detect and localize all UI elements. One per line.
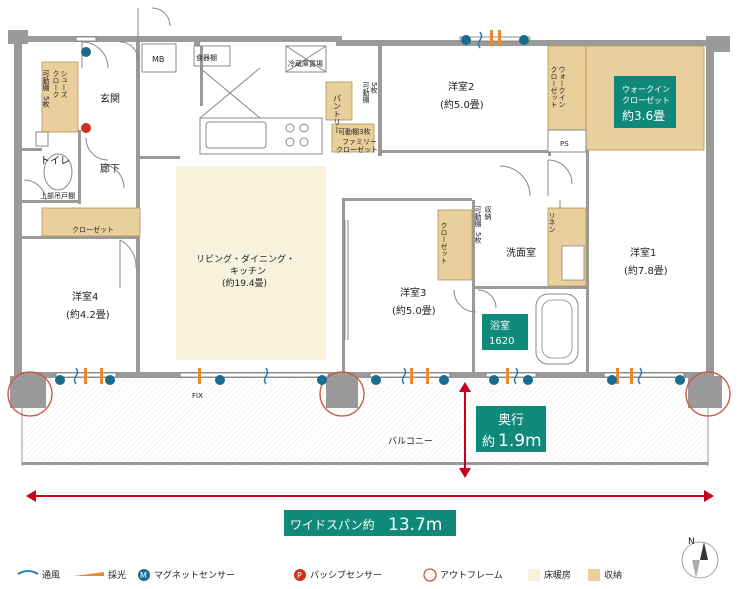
passive-sensor	[81, 123, 91, 133]
room4-size: (約4.2畳)	[66, 308, 110, 321]
balcony-label: バルコニー	[388, 436, 433, 447]
depth-prefix: 約	[482, 435, 495, 450]
room1-label: 洋室1	[630, 246, 656, 259]
daylight-marks	[84, 30, 633, 384]
bathtub	[535, 293, 579, 365]
wic-label-a: ウォークイン	[622, 85, 670, 94]
legend-passive-sensor: パッシブセンサー	[310, 569, 382, 581]
room1-size: (約7.8畳)	[624, 264, 668, 277]
storage3-label: 収納	[484, 206, 492, 221]
floor-heating-legend-icon	[528, 569, 540, 581]
hall-label: 廊下	[100, 162, 120, 175]
ventilation-legend-icon	[17, 570, 39, 575]
span-dimension	[26, 490, 714, 502]
depth-value: 1.9m	[498, 431, 542, 451]
legend-magnet-sensor: マグネットセンサー	[154, 569, 235, 581]
dish-label: 食器棚	[196, 53, 217, 62]
bath-badge	[482, 314, 528, 350]
wic-size: 約3.6畳	[622, 108, 665, 123]
magnet-legend-symbol: M	[140, 571, 147, 580]
room4-label: 洋室4	[72, 290, 98, 303]
pantry-shelf-count: 5枚	[370, 82, 378, 95]
toilet-label: トイレ	[40, 156, 70, 167]
magnet-legend-icon	[138, 569, 150, 581]
wic-closet-label-a: ウォークイン	[558, 66, 566, 108]
fix-label: FIX	[192, 392, 203, 400]
room3-label: 洋室3	[400, 286, 426, 299]
fam-closet-a: ファミリー	[342, 138, 377, 146]
passive-legend-symbol: P	[297, 571, 302, 580]
toilet-shelf-label: 上部吊戸棚	[40, 191, 75, 200]
legend-ventilation: 通風	[42, 570, 60, 581]
ldk-label-a: リビング・ダイニング・	[196, 253, 295, 265]
svg-text:N: N	[688, 537, 695, 547]
wic-label-b: クローゼット	[622, 95, 670, 105]
legend-daylight: 採光	[108, 569, 126, 581]
compass-icon: N	[681, 537, 719, 579]
closet4-label: クローゼット	[72, 225, 114, 234]
span-prefix: ワイドスパン約	[290, 517, 375, 532]
linen-label: リネン	[548, 212, 556, 233]
legend: 通風 採光 M マグネットセンサー P パッシブセンサー アウトフレーム 床暖房…	[17, 568, 622, 582]
closet3-label: クローゼット	[440, 222, 448, 264]
fridge-label: 冷蔵庫置場	[288, 59, 323, 68]
wic-badge	[614, 76, 676, 128]
depth-dimension	[459, 382, 471, 478]
washbasin	[561, 245, 585, 281]
balcony	[21, 378, 709, 466]
entrance-label: 玄関	[100, 92, 120, 105]
shoe-shelf-label: 可動棚	[42, 70, 50, 92]
legend-storage: 収納	[604, 569, 622, 581]
fam-closet-b: クローゼット	[336, 145, 378, 154]
floor-heating-area	[176, 166, 326, 360]
shelf3-label: 可動棚	[474, 206, 482, 228]
shoes-label-a: シューズ	[60, 70, 68, 98]
room3-size: (約5.0畳)	[392, 304, 436, 317]
mb-label: MB	[152, 55, 164, 64]
pantry-label: パントリー	[333, 94, 342, 134]
magnet-sensors	[55, 35, 685, 385]
room2-size: (約5.0畳)	[440, 98, 484, 111]
shelf3-count: 5枚	[474, 232, 482, 245]
passive-legend-icon	[294, 569, 306, 581]
fam-shelf-label: 可動棚3枚	[338, 127, 370, 136]
ps-label: PS	[560, 140, 569, 148]
daylight-legend-icon	[74, 572, 104, 576]
outframe-legend-icon	[423, 568, 437, 582]
bath-size: 1620	[489, 336, 514, 347]
pantry-shelf-label: 可動棚	[362, 82, 370, 104]
ventilation-marks	[73, 31, 643, 385]
shoe-shelf-count: 5枚	[42, 96, 50, 109]
kitchen-fixtures	[35, 45, 587, 191]
bath-label: 浴室	[490, 319, 510, 332]
room2-label: 洋室2	[448, 80, 474, 93]
depth-badge	[476, 406, 546, 452]
span-badge	[284, 510, 456, 536]
wic-closet-label-b: クローゼット	[550, 66, 558, 108]
ldk-size: (約19.4畳)	[222, 277, 267, 289]
storage-legend-icon	[588, 569, 600, 581]
bathtub-inner	[541, 299, 573, 359]
door-lines	[23, 7, 573, 340]
shoes-label-b: クローク	[52, 70, 60, 98]
washroom-label: 洗面室	[506, 246, 536, 259]
span-value: 13.7m	[388, 515, 442, 535]
legend-floor-heating: 床暖房	[544, 569, 571, 581]
depth-label: 奥行	[498, 413, 524, 428]
ldk-label-b: キッチン	[230, 266, 266, 277]
legend-outframe: アウトフレーム	[440, 570, 503, 581]
outframe-pillars	[7, 30, 731, 417]
